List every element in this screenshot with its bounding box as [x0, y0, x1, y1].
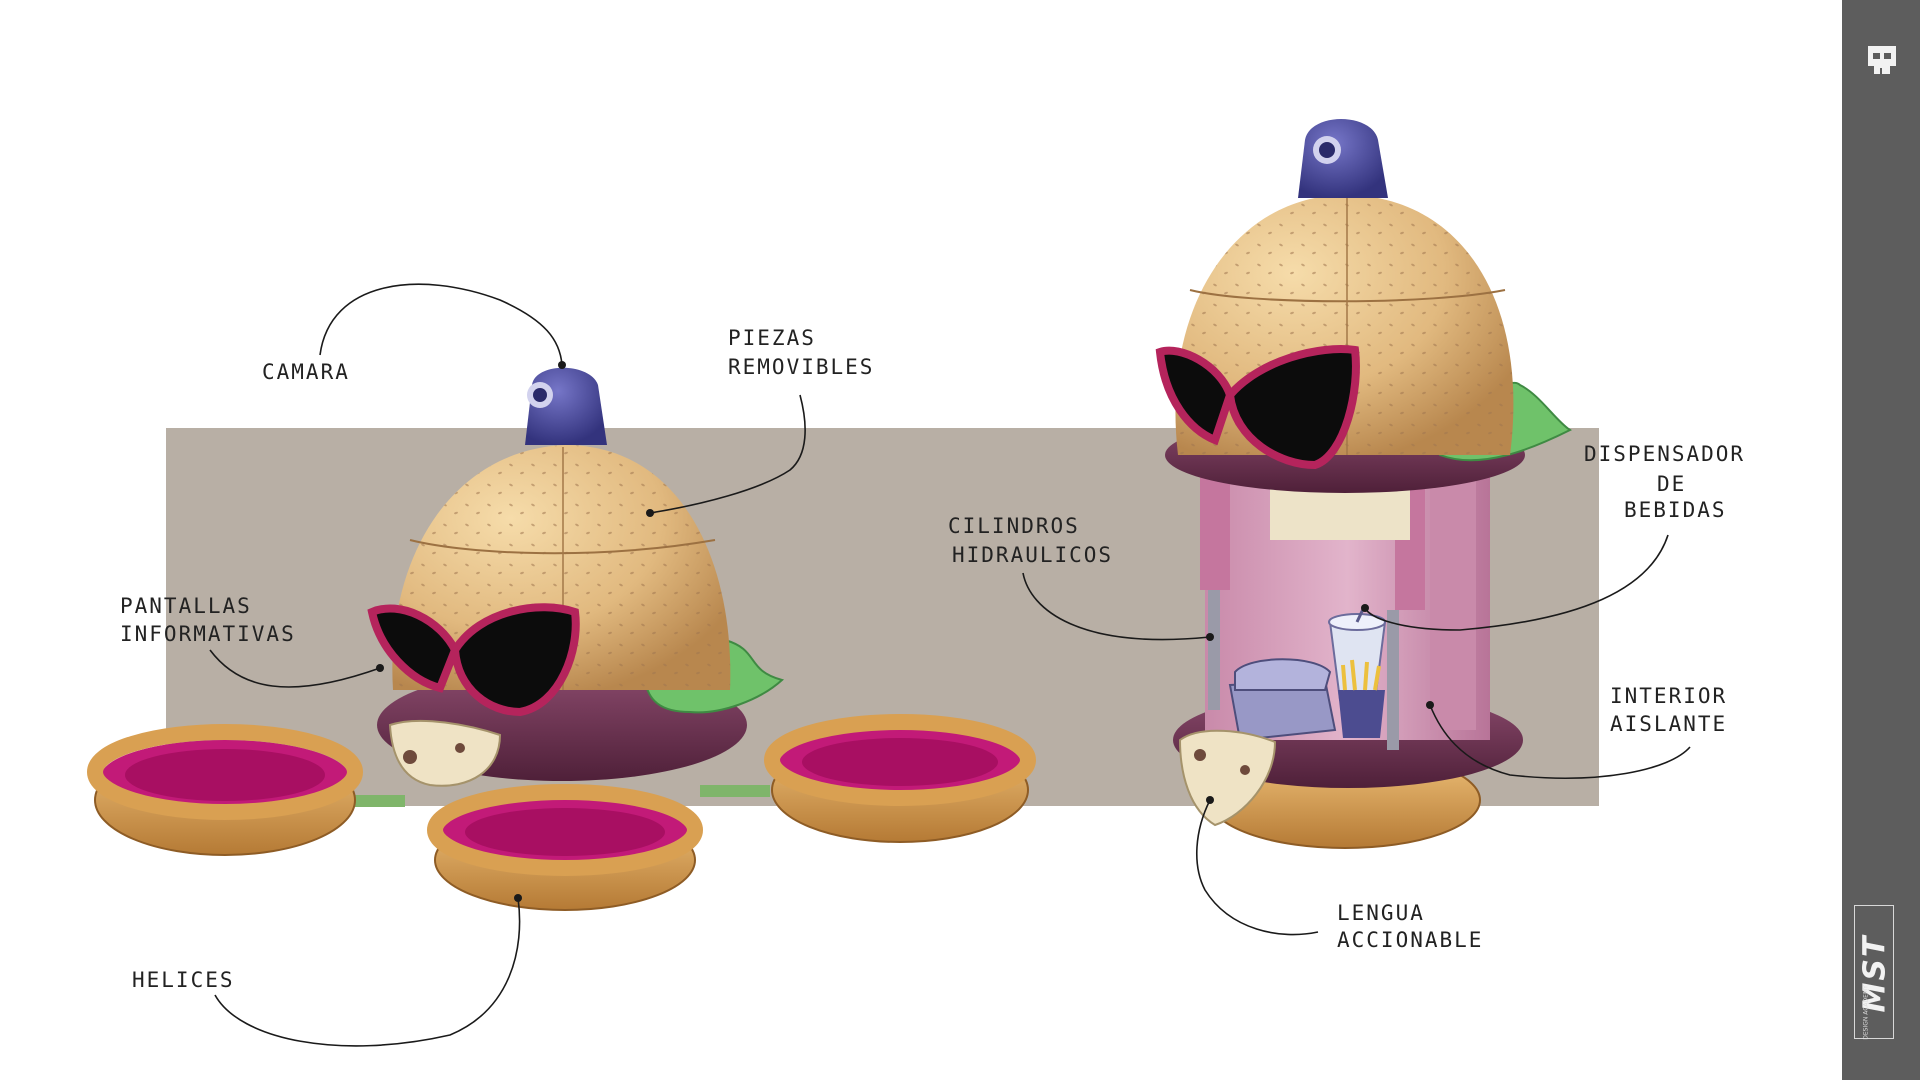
label-camara: CAMARA	[262, 360, 350, 384]
label-dispensador-line2: DE	[1657, 472, 1687, 496]
sunglasses-screens	[1155, 345, 1360, 470]
label-cilindros-line2: HIDRAULICOS	[952, 543, 1114, 567]
cheese-mouth	[388, 719, 502, 787]
propeller-arm-left	[340, 795, 405, 807]
label-interior-line1: INTERIOR	[1610, 684, 1728, 708]
label-cilindros-line1: CILINDROS	[948, 514, 1080, 538]
label-lengua-line2: ACCIONABLE	[1337, 928, 1484, 952]
label-interior-line2: AISLANTE	[1610, 712, 1728, 736]
callout-lines	[209, 283, 1691, 1047]
label-dispensador-line3: BEBIDAS	[1624, 498, 1727, 522]
label-lengua-line1: LENGUA	[1337, 901, 1425, 925]
label-dispensador-line1: DISPENSADOR	[1584, 442, 1746, 466]
propeller-ring-right	[764, 714, 1036, 843]
skull-icon	[1868, 46, 1896, 74]
label-helices: HELICES	[132, 968, 235, 992]
drone-robot-left	[367, 367, 785, 787]
label-piezas-line2: REMOVIBLES	[728, 355, 875, 379]
sunglasses-screens	[367, 603, 580, 717]
propeller-ring-center	[427, 784, 703, 911]
propeller-ring-left	[87, 724, 363, 856]
label-pantallas-line2: INFORMATIVAS	[120, 622, 296, 646]
callout-dots	[376, 361, 1434, 902]
label-piezas-line1: PIEZAS	[728, 326, 816, 350]
kiosk-robot-right	[1155, 119, 1572, 849]
brand-sidebar: MST DESIGN ACADEMY	[1842, 0, 1920, 1080]
camera-icon	[1298, 119, 1388, 198]
brand-logo: MST DESIGN ACADEMY	[1854, 905, 1894, 1040]
propeller-arm-right	[700, 785, 770, 797]
label-pantallas-line1: PANTALLAS	[120, 594, 252, 618]
brand-subtext: DESIGN ACADEMY	[1862, 985, 1870, 1040]
hydraulic-cylinder-left	[1200, 470, 1230, 590]
fries-box	[1338, 690, 1385, 738]
